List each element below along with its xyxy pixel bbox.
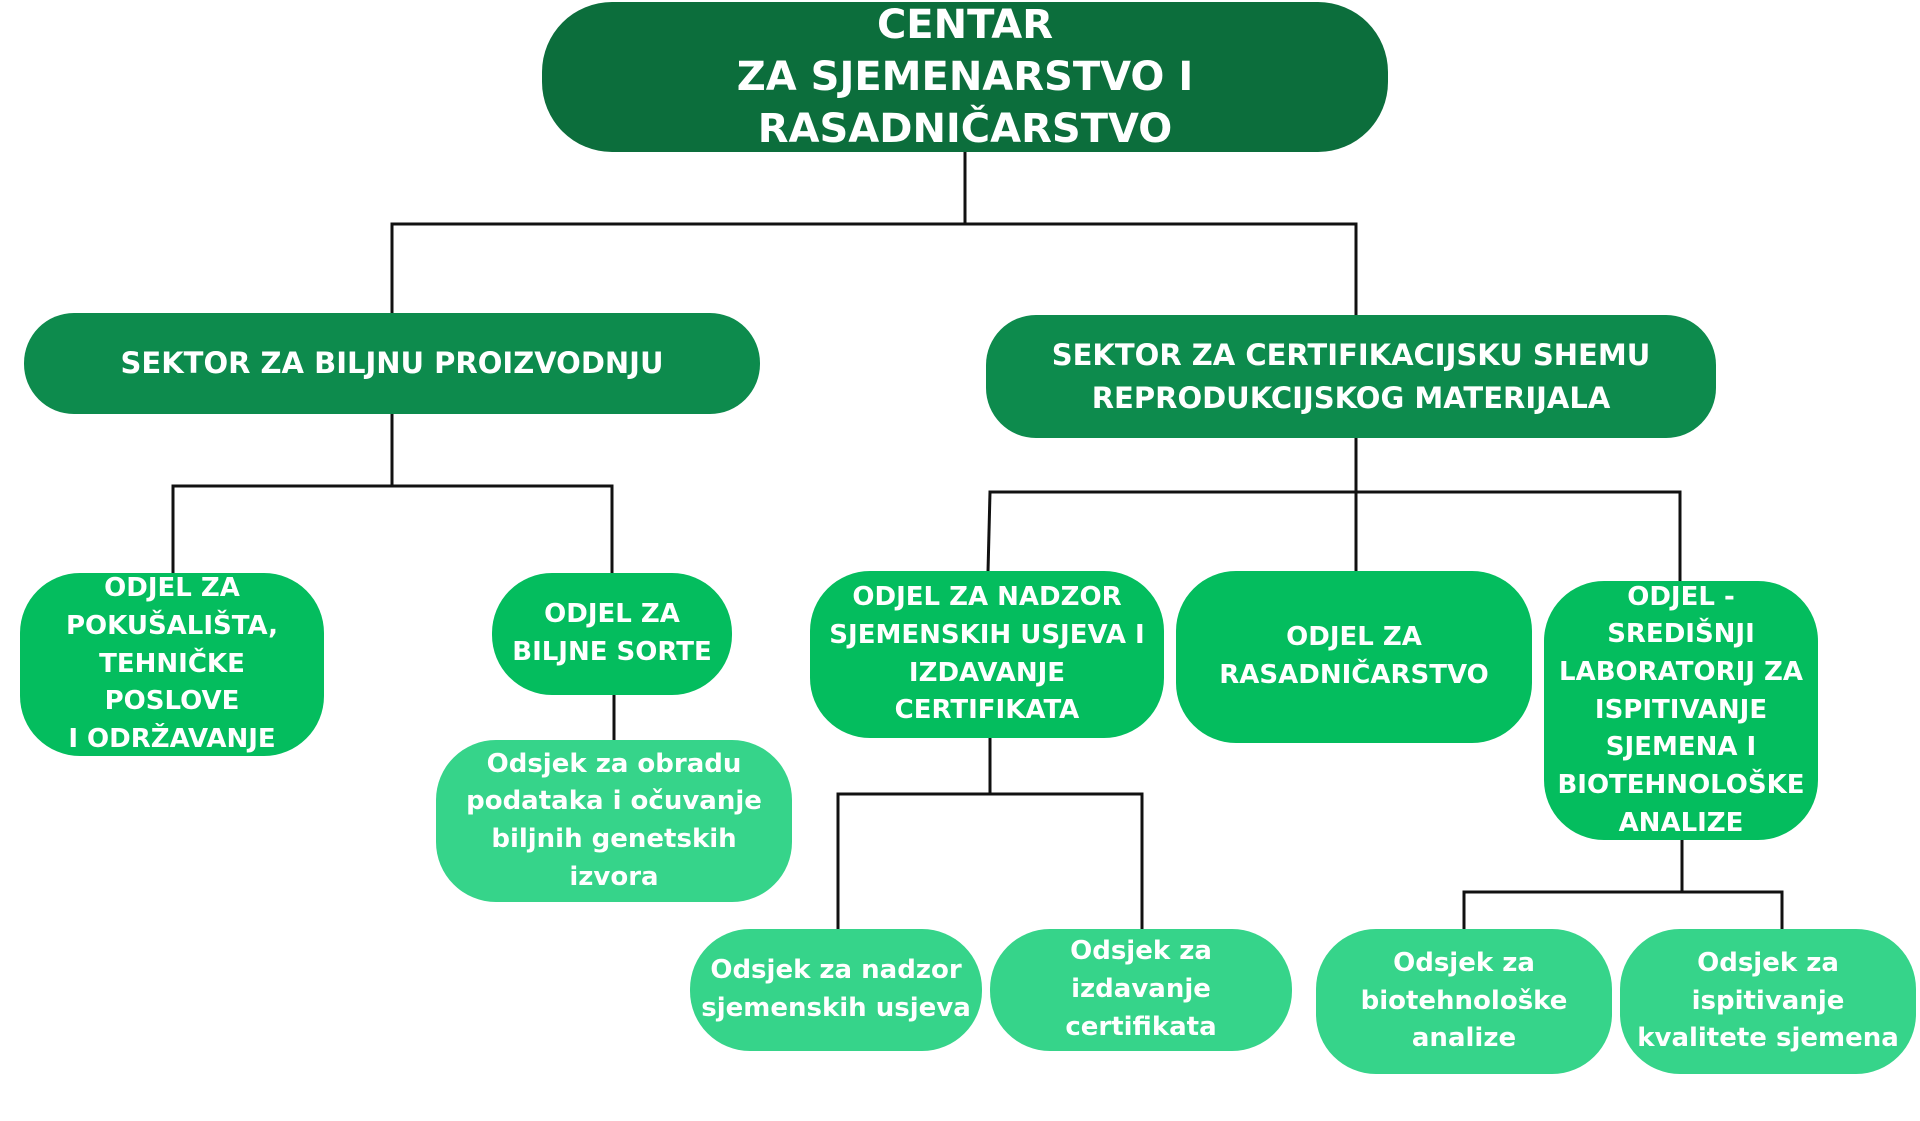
department-label: ODJEL ZA BILJNE SORTE — [512, 599, 712, 667]
department-label: ODJEL ZA POKUŠALIŠTA, TEHNIČKE POSLOVE I… — [66, 573, 278, 755]
section-label: Odsjek za nadzor sjemenskih usjeva — [701, 955, 971, 1023]
section-label: Odsjek za obradu podataka i očuvanje bil… — [466, 748, 762, 892]
section-label: Odsjek za izdavanje certifikata — [1065, 936, 1217, 1042]
section-node-seed-crop-supervision: Odsjek za nadzor sjemenskih usjeva — [690, 929, 982, 1051]
sector-label: SEKTOR ZA BILJNU PROIZVODNJU — [120, 346, 664, 381]
section-node-seed-quality-testing: Odsjek za ispitivanje kvalitete sjemena — [1620, 929, 1916, 1074]
root-node: CENTAR ZA SJEMENARSTVO I RASADNIČARSTVO — [542, 2, 1388, 152]
root-title: CENTAR ZA SJEMENARSTVO I RASADNIČARSTVO — [736, 2, 1194, 152]
department-node-trial-fields: ODJEL ZA POKUŠALIŠTA, TEHNIČKE POSLOVE I… — [20, 573, 324, 756]
department-label: ODJEL ZA NADZOR SJEMENSKIH USJEVA I IZDA… — [829, 582, 1145, 726]
sector-label: SEKTOR ZA CERTIFIKACIJSKU SHEMU REPRODUK… — [1051, 338, 1651, 415]
sector-node-certification: SEKTOR ZA CERTIFIKACIJSKU SHEMU REPRODUK… — [986, 315, 1716, 438]
section-node-certificate-issuing: Odsjek za izdavanje certifikata — [990, 929, 1292, 1051]
department-node-nursery: ODJEL ZA RASADNIČARSTVO — [1176, 571, 1532, 743]
section-node-biotech-analysis: Odsjek za biotehnološke analize — [1316, 929, 1612, 1074]
sector-node-plant-production: SEKTOR ZA BILJNU PROIZVODNJU — [24, 313, 760, 414]
department-node-central-laboratory: ODJEL - SREDIŠNJI LABORATORIJ ZA ISPITIV… — [1544, 581, 1818, 840]
connector-to-dept-3 — [986, 490, 992, 574]
section-label: Odsjek za biotehnološke analize — [1360, 947, 1568, 1054]
department-label: ODJEL - SREDIŠNJI LABORATORIJ ZA ISPITIV… — [1557, 581, 1805, 838]
section-label: Odsjek za ispitivanje kvalitete sjemena — [1637, 947, 1899, 1054]
department-label: ODJEL ZA RASADNIČARSTVO — [1219, 622, 1489, 690]
section-node-data-processing: Odsjek za obradu podataka i očuvanje bil… — [436, 740, 792, 902]
department-node-plant-varieties: ODJEL ZA BILJNE SORTE — [492, 573, 732, 695]
department-node-seed-crop-supervision: ODJEL ZA NADZOR SJEMENSKIH USJEVA I IZDA… — [810, 571, 1164, 738]
